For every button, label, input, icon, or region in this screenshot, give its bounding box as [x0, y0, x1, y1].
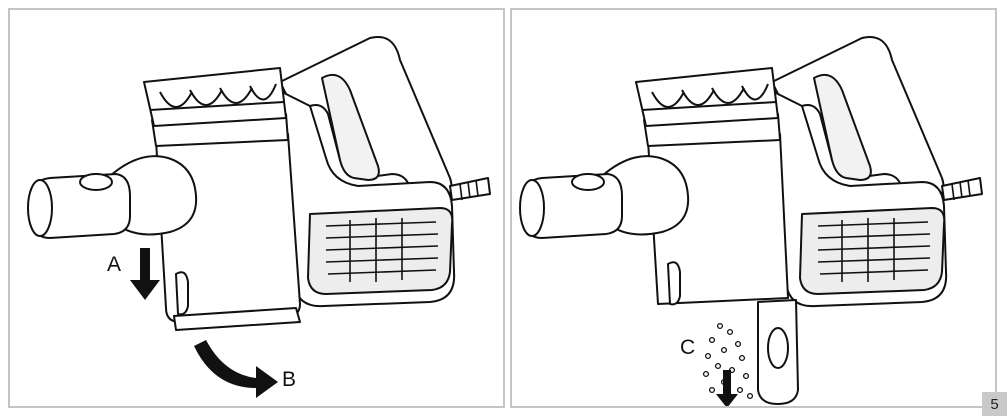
vacuum-illustration-open — [519, 36, 983, 406]
step-label-c: C — [680, 336, 696, 359]
vent-housing — [799, 207, 946, 295]
step-label-a: A — [107, 253, 122, 276]
vacuum-illustration-closed — [27, 36, 491, 398]
bin-latch — [667, 261, 681, 306]
arrow-a-icon — [130, 248, 160, 300]
illustration-panel-empty-bin: C — [510, 8, 997, 408]
illustration-panel-open-bin: A B — [8, 8, 505, 408]
bin-latch — [175, 271, 189, 316]
handle-grip-opening — [813, 74, 872, 181]
page-number-badge: 5 — [982, 392, 1007, 416]
nozzle-opening — [519, 179, 545, 237]
vent-housing — [307, 207, 454, 295]
vent-slots — [325, 218, 439, 282]
bin-lid-window — [767, 327, 789, 369]
inlet-neck — [601, 155, 690, 236]
cyclone-cap — [143, 67, 287, 127]
release-button — [79, 173, 113, 191]
step-label-b: B — [282, 368, 297, 391]
nozzle-opening — [27, 179, 53, 237]
handle-grip-opening — [321, 74, 380, 181]
arrow-b-icon — [194, 340, 278, 398]
vent-slots — [817, 218, 931, 282]
cyclone-fins — [149, 83, 285, 111]
bin-lid — [173, 307, 301, 331]
release-button — [571, 173, 605, 191]
connector-ribs — [459, 179, 479, 201]
cyclone-cap — [635, 67, 779, 127]
connector-ribs — [951, 179, 971, 201]
inlet-neck — [109, 155, 198, 236]
arrow-c-icon — [716, 370, 738, 406]
cyclone-fins — [641, 83, 777, 111]
